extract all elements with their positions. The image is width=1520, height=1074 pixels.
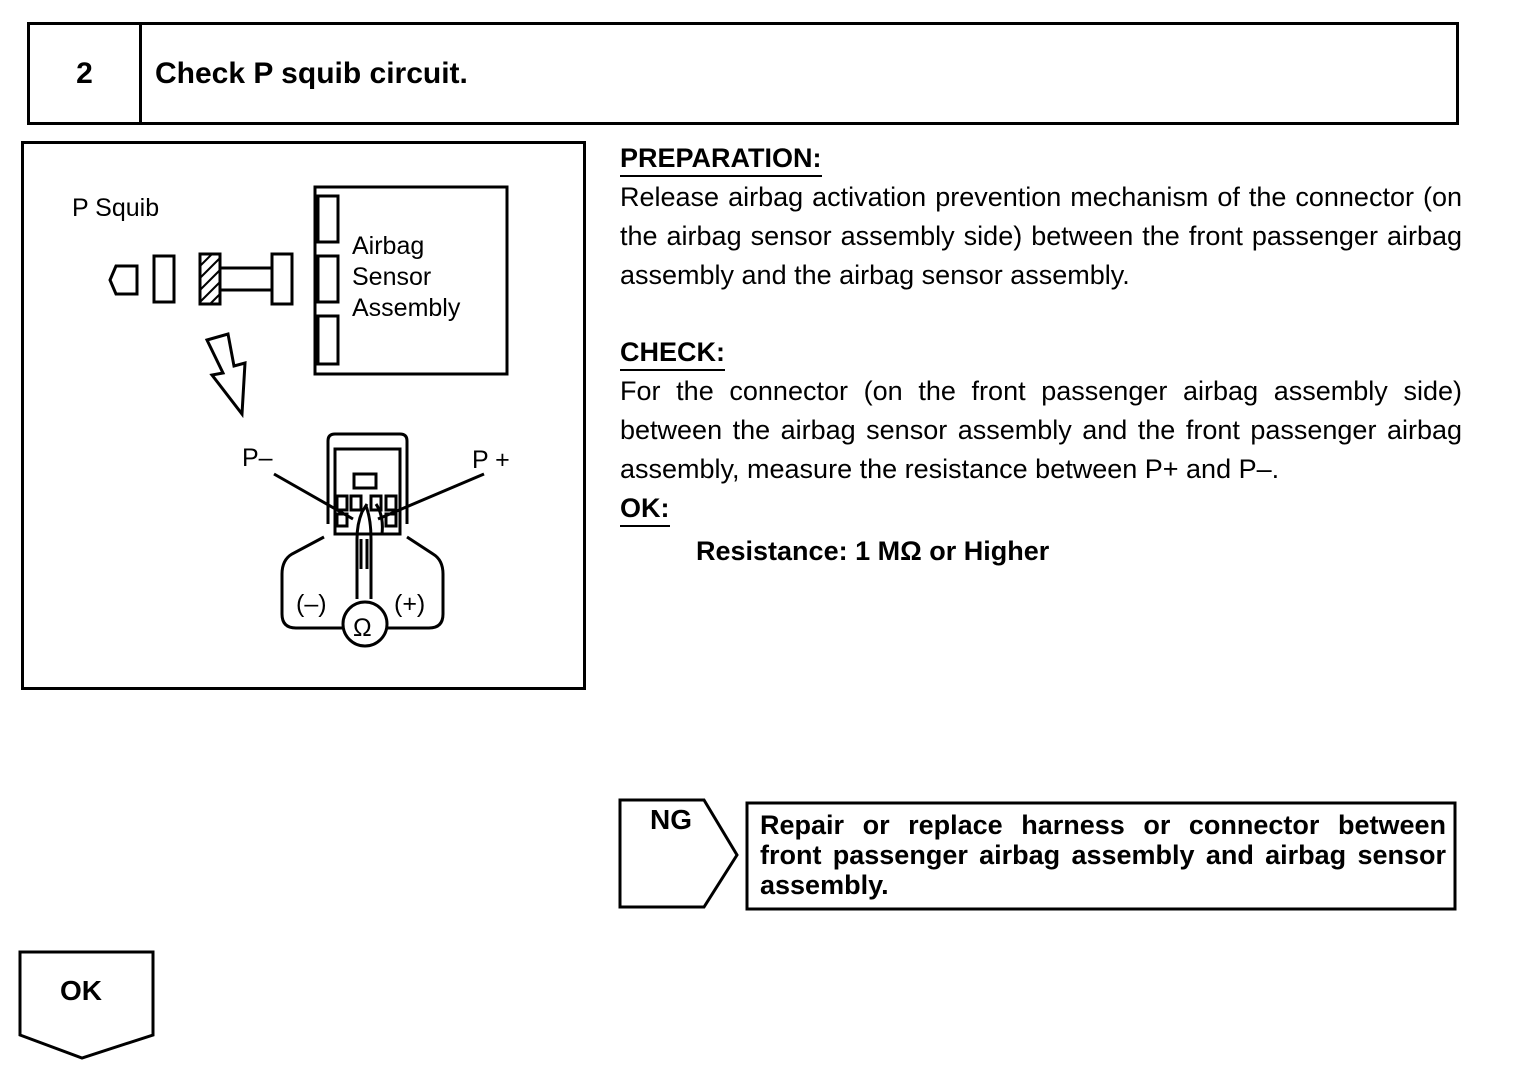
sensor-module-box: [313, 185, 509, 376]
squib-plug-body: [152, 254, 176, 304]
connector-cap: [270, 252, 294, 306]
preparation-heading: PREPARATION:: [620, 142, 822, 177]
illustration-drawing: P Squib Airbag Sensor Assembly P– P + (–…: [72, 185, 510, 648]
check-text: For the connector (on the front passenge…: [620, 376, 1462, 484]
terminal-l2: [349, 494, 363, 512]
instructions: PREPARATION: Release airbag activation p…: [620, 139, 1462, 571]
ok-heading: OK:: [620, 492, 670, 527]
connector-face: [333, 447, 402, 536]
module-slot-2: [316, 254, 340, 304]
p-plus-label: P +: [472, 446, 510, 474]
step-header: 2 Check P squib circuit.: [27, 22, 1459, 125]
module-label-line-3: Assembly: [352, 294, 461, 322]
check-heading: CHECK:: [620, 336, 725, 371]
meter-minus-label: (–): [296, 590, 327, 618]
probe-minus: [355, 503, 369, 569]
meter-plus-label: (+): [394, 590, 425, 618]
ok-resistance-value: Resistance: 1 MΩ or Higher: [696, 536, 1050, 566]
ok-branch-label: OK: [60, 975, 102, 1006]
module-label-line-1: Airbag: [352, 232, 424, 260]
module-slot-3: [316, 314, 340, 366]
circuit-illustration: P Squib Airbag Sensor Assembly P– P + (–…: [21, 141, 586, 690]
p-plus-leader: [377, 472, 485, 521]
ng-arrow-shape: [618, 798, 739, 909]
ng-label: NG: [650, 804, 692, 835]
step-number: 2: [30, 25, 142, 122]
connector-housing: [326, 432, 409, 524]
module-slot-1: [316, 194, 340, 244]
ng-action-box: [745, 801, 1457, 911]
p-squib-label: P Squib: [72, 194, 159, 222]
terminal-top: [352, 472, 378, 490]
step-title: Check P squib circuit.: [155, 57, 468, 90]
ohm-symbol: Ω: [353, 614, 372, 642]
ohm-dial: [341, 600, 389, 648]
p-minus-leader: [273, 472, 354, 521]
module-label-line-2: Sensor: [352, 263, 431, 291]
terminal-l1: [335, 494, 349, 512]
terminal-r2: [384, 494, 398, 512]
preparation-text: Release airbag activation prevention mec…: [620, 182, 1462, 290]
squib-plug-tip: [108, 264, 139, 296]
ng-action-text: Repair or replace harness or connector b…: [760, 810, 1446, 900]
terminal-r1: [369, 494, 383, 512]
down-arrow-icon: [204, 332, 247, 419]
ok-arrow-shape: [18, 950, 155, 1060]
p-minus-label: P–: [242, 444, 273, 472]
